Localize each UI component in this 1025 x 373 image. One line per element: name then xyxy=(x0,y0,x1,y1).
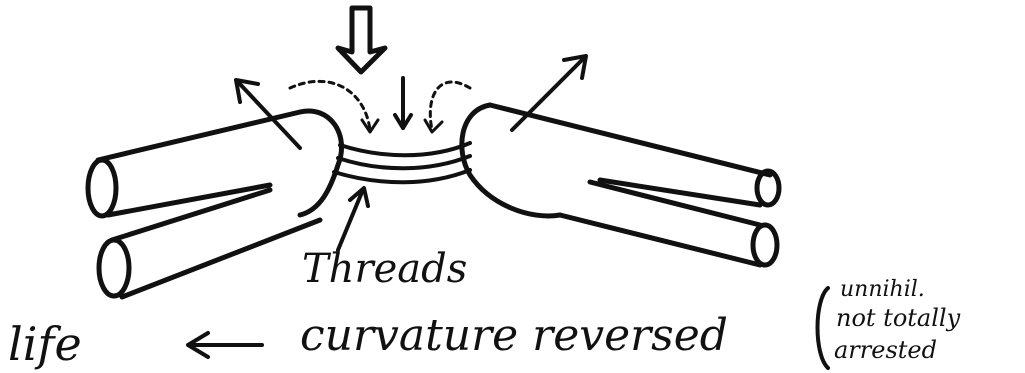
life-label: life xyxy=(8,317,82,371)
threads-pointer-arrow xyxy=(338,188,368,250)
right-bend xyxy=(462,105,560,216)
left-bend xyxy=(300,111,342,215)
right-tube-upper xyxy=(490,105,779,205)
note-bracket xyxy=(818,288,829,368)
note-line-1: unnihil. xyxy=(840,277,925,302)
threads-label: Threads xyxy=(302,246,467,292)
note-line-3: arrested xyxy=(834,336,937,364)
left-tube-upper xyxy=(88,112,300,216)
small-down-arrow xyxy=(395,78,411,128)
big-down-arrow xyxy=(338,8,385,72)
right-tube-lower xyxy=(560,182,777,265)
left-tube-lower xyxy=(99,190,320,297)
curvature-reversed-label: curvature reversed xyxy=(300,310,728,361)
note-line-2: not totally xyxy=(836,304,961,332)
threads-strands xyxy=(334,143,470,182)
left-arrow xyxy=(188,333,262,357)
